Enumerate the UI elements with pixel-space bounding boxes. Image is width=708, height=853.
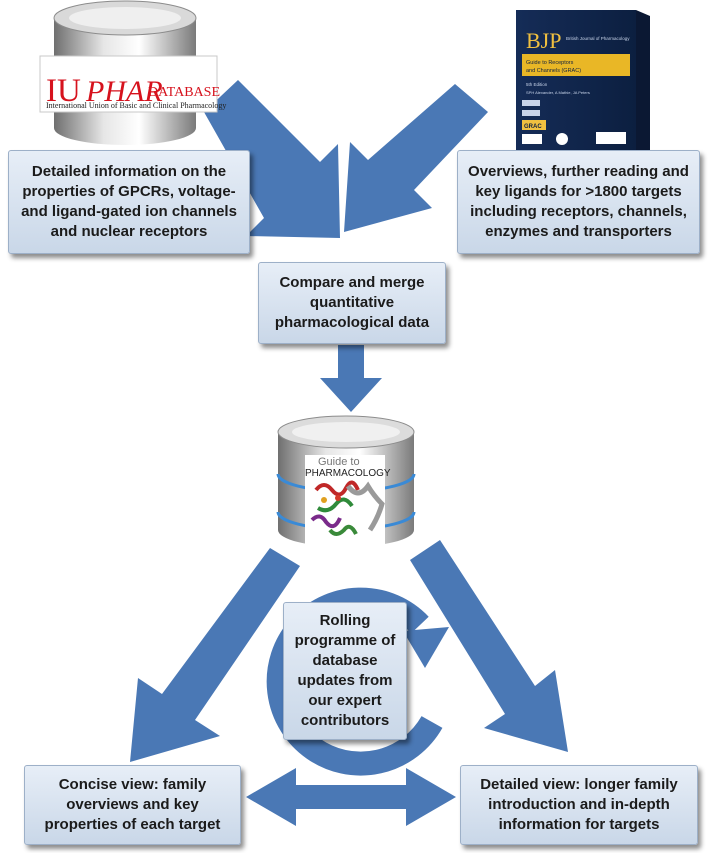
arrow-guide-db-to-concise — [130, 548, 300, 762]
merge-text: Compare and merge quantitative pharmacol… — [274, 274, 430, 331]
detailed-view-text: Detailed view: longer family introductio… — [480, 776, 678, 833]
book-subtitle: British Journal of Pharmacology — [566, 36, 630, 41]
iuphar-logo-phar: PHAR — [85, 75, 163, 108]
book-badge: GRAC — [524, 124, 542, 130]
book-title: BJP — [526, 28, 561, 53]
guide-db-line2: PHARMACOLOGY — [305, 468, 391, 479]
arrow-guide-db-to-detailed — [410, 540, 568, 752]
left-source-box: Detailed information on the properties o… — [8, 150, 250, 254]
right-source-text: Overviews, further reading and key ligan… — [468, 163, 689, 240]
rolling-cycle-arrow — [266, 587, 449, 776]
iuphar-database-icon: IU PHAR DATABASE International Union of … — [39, 0, 226, 145]
double-arrow-concise-detailed — [246, 768, 456, 826]
iuphar-logo-database: DATABASE — [148, 85, 220, 100]
rolling-programme-text: Rolling programme of database updates fr… — [294, 612, 396, 729]
arrow-right-to-merge — [344, 84, 488, 232]
guide-to-pharmacology-database-icon: Guide to PHARMACOLOGY — [276, 415, 416, 547]
guide-db-line1: Guide to — [318, 456, 360, 468]
left-source-text: Detailed information on the properties o… — [21, 163, 237, 240]
svg-text:and Channels (GRAC): and Channels (GRAC) — [526, 68, 581, 74]
book-edition: 5th Edition — [526, 82, 548, 87]
book-guide-title: Guide to Receptors — [526, 60, 574, 66]
arrow-merge-to-guide-db — [320, 345, 382, 412]
merge-box: Compare and merge quantitative pharmacol… — [258, 262, 446, 344]
right-source-box: Overviews, further reading and key ligan… — [457, 150, 700, 254]
iuphar-logo-subtitle: International Union of Basic and Clinica… — [46, 101, 226, 110]
rolling-programme-box: Rolling programme of database updates fr… — [283, 602, 407, 740]
arrow-left-to-merge — [204, 80, 340, 238]
iuphar-logo-iu: IU — [46, 73, 81, 109]
book-authors: SPH Alexander, A Mathie, JA Peters — [526, 90, 590, 95]
bjp-guide-book-icon: BJP British Journal of Pharmacology Guid… — [516, 10, 650, 158]
concise-view-box: Concise view: family overviews and key p… — [24, 765, 241, 845]
concise-view-text: Concise view: family overviews and key p… — [44, 776, 221, 833]
detailed-view-box: Detailed view: longer family introductio… — [460, 765, 698, 845]
